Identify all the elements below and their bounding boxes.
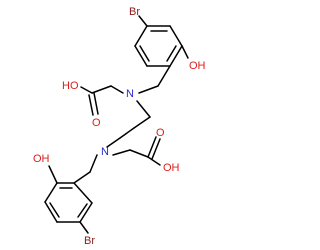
bond-n-ch2-acid-bottom [112,149,131,156]
bond-ch2-c-acid-top [91,85,112,94]
bottom-benzene-ring [44,182,93,223]
bond-ch2-c-acid-bottom [129,149,149,158]
bond-c-o-double-bottom-b [151,138,161,160]
bond-ch2-n-top [138,85,159,94]
atom-br-bottom: Br [84,235,95,247]
bond-n-ch2-bottom [89,154,98,173]
bond-ring-ch2-top [157,65,171,87]
molecule-diagram: Br OH N O HO N O OH OH Br [33,6,206,247]
atom-oh-acid-bottom: OH [163,162,180,174]
atom-ho-acid-top: HO [62,80,79,92]
bond-ring-br-bottom [79,221,89,234]
bond-c-oh-bottom [147,156,161,166]
atom-oh-top: OH [189,60,206,72]
bond-ring-br-top [138,15,148,27]
bond-n-ch2-acid-top [110,85,124,94]
bond-ch2-ring-bottom [73,171,91,184]
bond-bridge [133,116,151,129]
bond-n-ch2-bridge-top [136,100,151,118]
bond-c-o-double-bottom-a [147,136,157,158]
atom-n-bottom: N [101,146,109,158]
atom-oh-bottom: OH [33,153,50,165]
atom-br-top: Br [129,6,140,18]
bond-c-o-double-top-a [93,92,99,115]
bond-ring-oh-top [181,45,189,59]
bond-bridge-inner [106,137,121,148]
bond-c-o-double-top-b [88,94,94,116]
atom-n-top: N [126,88,134,100]
structure-canvas: Br OH N O HO N O OH OH Br [33,6,206,247]
atom-o-acid-top: O [92,117,101,129]
bond-ch2-n-bridge-bottom [119,127,135,139]
atom-o-acid-bottom: O [156,127,165,139]
bond-c-oh-top [80,86,93,94]
top-benzene-ring [134,25,183,67]
bond-ring-oh-bottom [48,165,58,184]
